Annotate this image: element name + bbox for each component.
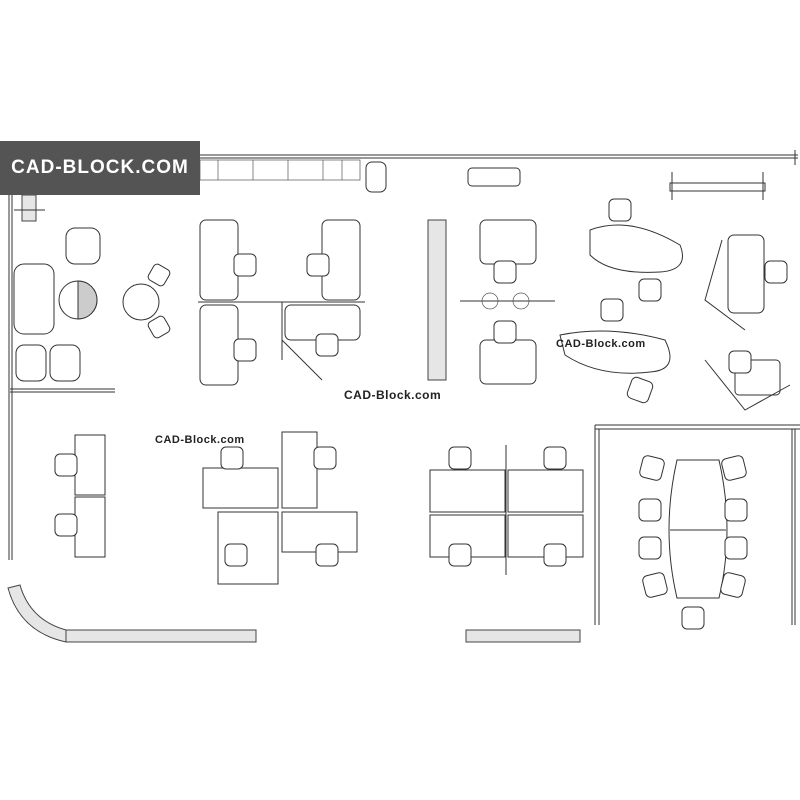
chair: [315, 543, 339, 567]
chair: [724, 498, 748, 522]
left-workstations: [74, 434, 106, 558]
chair: [543, 446, 567, 470]
workstation-clusters: [202, 431, 584, 585]
chair: [233, 253, 257, 277]
chair: [642, 572, 668, 598]
lounge-area: [13, 227, 171, 382]
conference-table: [668, 459, 728, 599]
site-banner: CAD-BLOCK.COM: [0, 141, 200, 195]
chair: [448, 446, 472, 470]
chair: [639, 455, 665, 481]
chair: [543, 543, 567, 567]
watermark: CAD-Block.com: [155, 434, 245, 446]
chair: [728, 350, 752, 374]
benches: [7, 584, 581, 643]
chair: [220, 446, 244, 470]
chair: [54, 513, 78, 537]
chairs: [54, 198, 788, 630]
executive-desks: [198, 219, 791, 411]
storage-cabinets: [14, 159, 766, 222]
chair: [233, 338, 257, 362]
chair: [600, 298, 624, 322]
chair: [224, 543, 248, 567]
chair: [764, 260, 788, 284]
chair: [54, 453, 78, 477]
chair: [720, 572, 746, 598]
chair: [306, 253, 330, 277]
chair: [638, 278, 662, 302]
chair: [493, 320, 517, 344]
watermark: CAD-Block.com: [344, 388, 442, 402]
chair: [313, 446, 337, 470]
watermark: CAD-Block.com: [556, 338, 646, 350]
chair: [493, 260, 517, 284]
walls: [8, 150, 800, 625]
chair: [626, 376, 654, 404]
banner-label: CAD-BLOCK.COM: [11, 157, 189, 178]
chair: [448, 543, 472, 567]
chair: [721, 455, 747, 481]
chair: [681, 606, 705, 630]
chair: [608, 198, 632, 222]
chair: [638, 536, 662, 560]
chair: [724, 536, 748, 560]
chair: [638, 498, 662, 522]
chair: [315, 333, 339, 357]
